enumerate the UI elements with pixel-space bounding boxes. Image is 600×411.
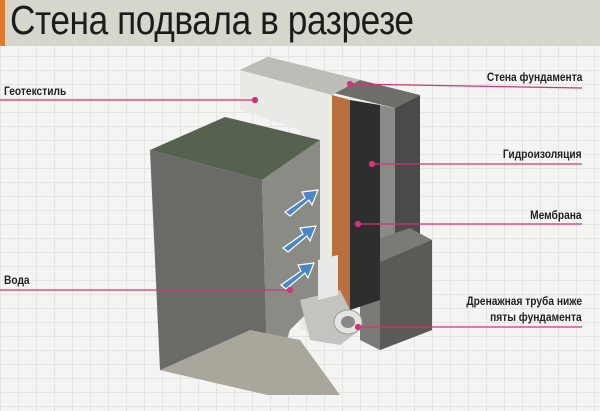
page-title: Стена подвала в разрезе [10,0,414,43]
water-arrow-icon [279,262,315,290]
title-bar: Стена подвала в разрезе [0,0,600,46]
waterproofing-layer [350,100,380,310]
label-foundation-wall: Стена фундамента [486,70,582,84]
soil-block [150,117,340,395]
label-waterproofing: Гидроизоляция [503,147,582,161]
water-arrow-icon [283,189,319,217]
label-drain-line1: Дренажная труба ниже [466,294,582,308]
label-geotextile: Геотекстиль [4,84,67,98]
label-membrane: Мембрана [530,208,582,222]
leader-foundation-wall [349,83,583,89]
label-drain-line2: пяты фундамента [490,310,582,324]
title-accent-bar [0,0,5,46]
label-water: Вода [4,273,30,287]
water-arrow-icon [281,225,317,253]
drain-pipe [300,255,363,345]
